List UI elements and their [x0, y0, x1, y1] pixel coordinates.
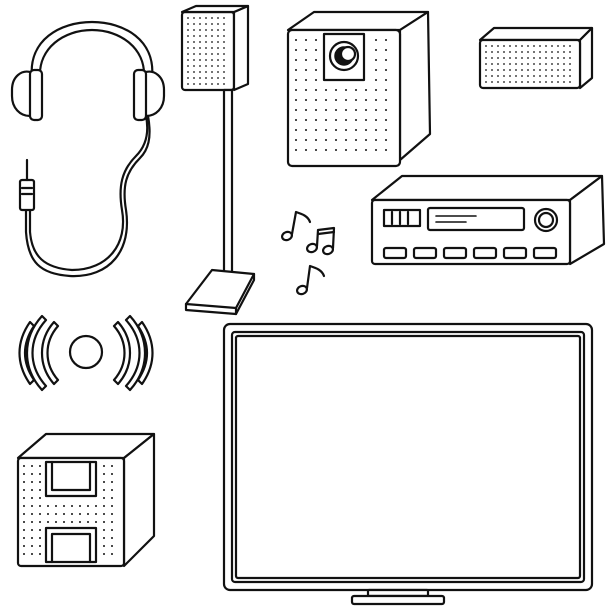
floor-speaker-icon — [180, 4, 256, 316]
subwoofer-icon — [286, 10, 432, 168]
bookshelf-speaker-icon — [16, 432, 156, 568]
wireless-signal-icon — [18, 314, 154, 392]
soundbar-grille — [485, 45, 571, 83]
stereo-receiver-icon — [370, 174, 606, 266]
television-icon — [222, 322, 594, 606]
headphones-icon — [10, 20, 166, 278]
music-note-icon — [281, 210, 336, 296]
bookshelf-grille — [23, 465, 113, 555]
speaker-grille — [187, 17, 225, 85]
subwoofer-grille — [295, 39, 387, 151]
soundbar-icon — [478, 26, 594, 90]
